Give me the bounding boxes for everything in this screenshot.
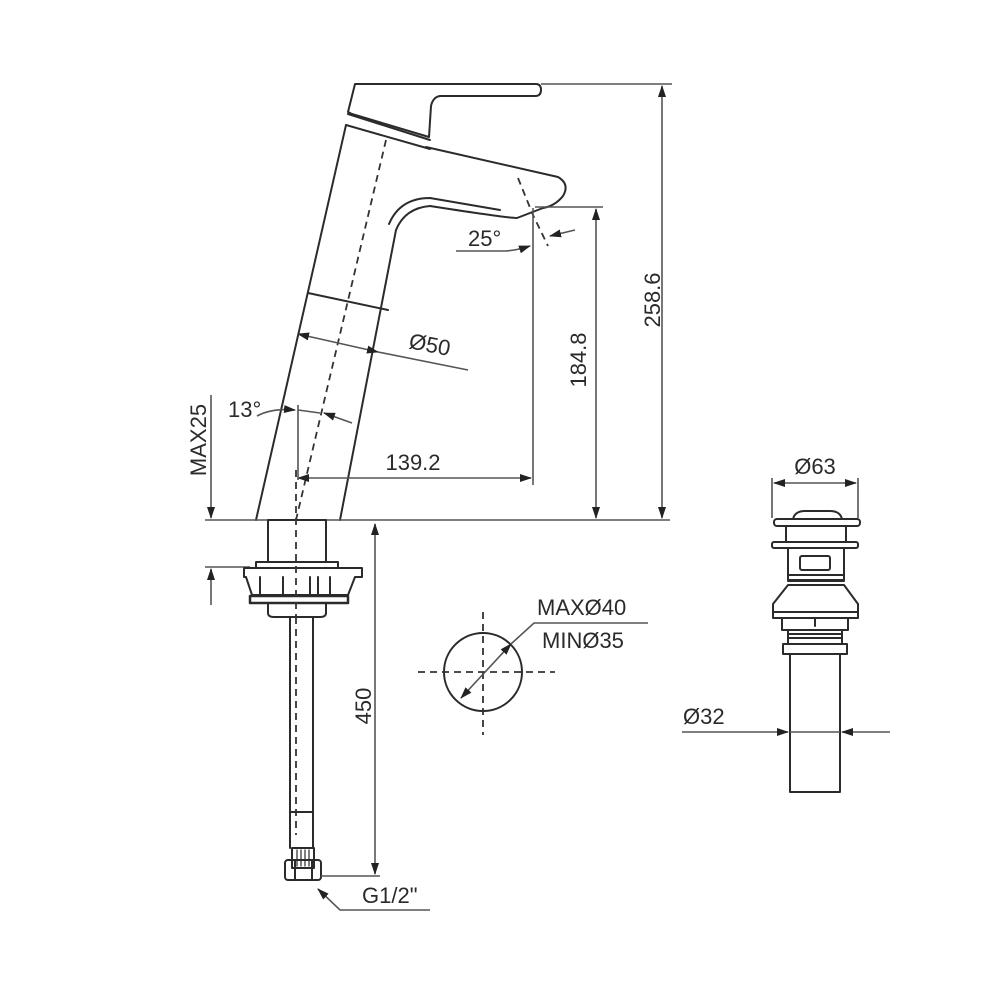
hose-length-label: 450 xyxy=(351,688,376,725)
dim-body-tilt: 13° xyxy=(228,397,353,424)
fixing-assembly xyxy=(243,519,363,881)
cap-band xyxy=(345,113,431,150)
dim-spout-height: 184.8 xyxy=(535,206,603,519)
dim-body-diameter: Ø50 xyxy=(297,328,469,371)
waste-head-label: Ø63 xyxy=(794,454,836,479)
spout-angle-label: 25° xyxy=(468,226,501,251)
deck-thickness-label: MAX25 xyxy=(186,404,211,476)
hose-connection-label: G1/2" xyxy=(362,883,418,908)
spout-height-label: 184.8 xyxy=(566,332,591,387)
dim-hose-length: 450 xyxy=(321,523,380,877)
dim-total-height: 258.6 xyxy=(541,83,672,519)
dim-spout-reach: 139.2 xyxy=(297,208,534,485)
hole-min-label: MINØ35 xyxy=(542,628,624,653)
mounting-hole-detail: MAXØ40 MINØ35 xyxy=(418,595,648,735)
hole-max-label: MAXØ40 xyxy=(537,595,626,620)
spout-outline xyxy=(339,146,567,521)
spout-inner-curve xyxy=(388,197,501,225)
total-height-label: 258.6 xyxy=(640,272,665,327)
body-outline xyxy=(255,124,347,521)
body-diameter-label: Ø50 xyxy=(407,328,453,360)
popup-waste xyxy=(771,510,861,793)
lever-handle xyxy=(347,83,542,138)
dim-waste-tube: Ø32 xyxy=(682,704,890,736)
dim-hose-connection: G1/2" xyxy=(317,883,430,911)
dim-waste-head: Ø63 xyxy=(771,454,859,518)
body-centerline xyxy=(295,139,387,521)
spout-reach-label: 139.2 xyxy=(385,450,440,475)
body-tilt-label: 13° xyxy=(228,397,261,422)
dim-deck-thickness: MAX25 xyxy=(186,395,215,605)
dim-spout-angle: 25° xyxy=(456,226,576,254)
body-ring xyxy=(307,292,389,311)
faucet-body xyxy=(255,83,567,521)
waste-tube-label: Ø32 xyxy=(683,704,725,729)
